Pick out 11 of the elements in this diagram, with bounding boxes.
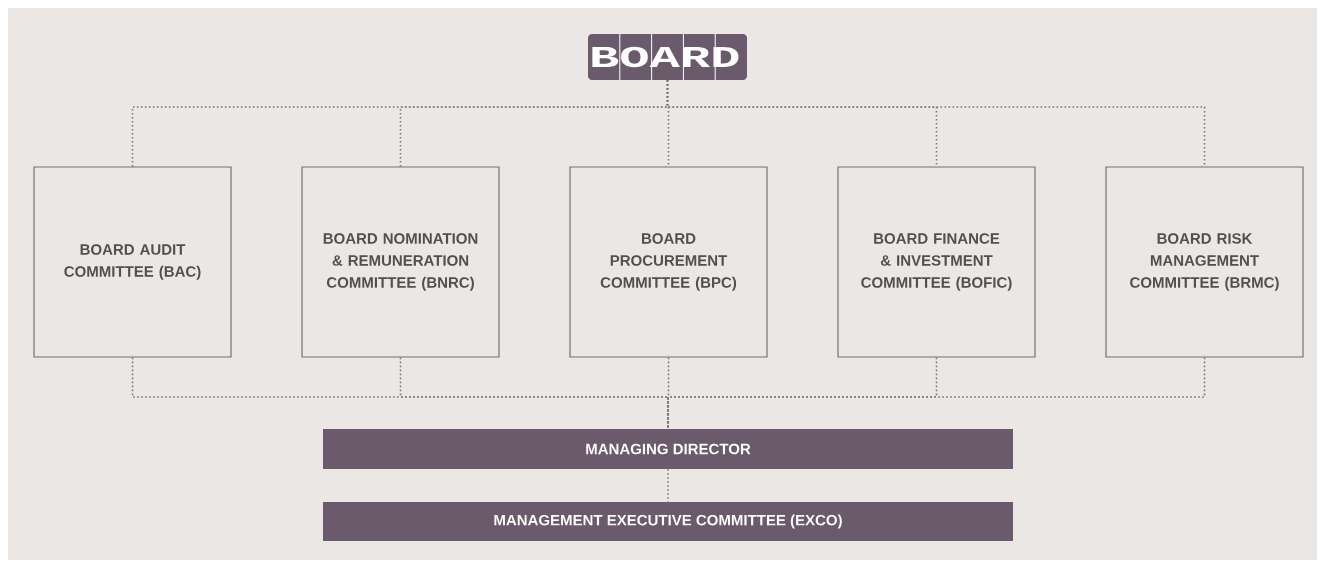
connector-line [667,468,669,503]
executive-bar: MANAGEMENT EXECUTIVE COMMITTEE (EXCO) [323,502,1013,541]
connector-line [666,79,1206,168]
committee-box: BOARD PROCUREMENT COMMITTEE (BPC) [569,166,768,358]
executive-bar: MANAGING DIRECTOR [323,429,1013,469]
committee-box: BOARD AUDIT COMMITTEE (BAC) [33,166,232,358]
connector-line [667,356,1206,430]
committee-box: BOARD FINANCE & INVESTMENT COMMITTEE (BOFIC) [837,166,1036,358]
committee-box: BOARD RISK MANAGEMENT COMMITTEE (BRMC) [1105,166,1304,358]
committee-box: BOARD NOMINATION & REMUNERATION COMMITTEE (BNRC) [301,166,500,358]
connector-line [399,356,669,430]
